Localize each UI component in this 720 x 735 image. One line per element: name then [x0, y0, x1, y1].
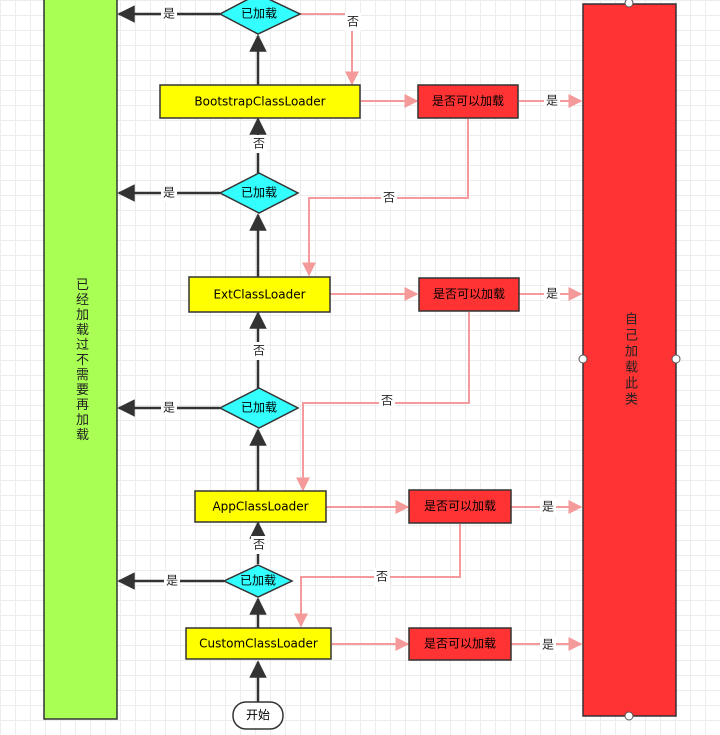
left-bar — [43, 0, 118, 720]
loader-custom-label: CustomClassLoader — [199, 637, 318, 651]
right-bar — [582, 3, 677, 717]
check-2-label: 是否可以加载 — [433, 287, 505, 301]
label-d2-yes: 是 — [163, 186, 175, 200]
label-d1-no: 否 — [347, 15, 359, 29]
check-3[interactable]: 是否可以加载 — [408, 489, 512, 524]
loader-bootstrap[interactable]: BootstrapClassLoader — [159, 84, 361, 119]
start-node[interactable]: 开始 — [232, 701, 284, 730]
loader-ext[interactable]: ExtClassLoader — [188, 276, 331, 313]
decision-3[interactable]: 已加载 — [218, 387, 300, 429]
label-check2-no: 否 — [381, 394, 393, 408]
arrow-d1-no — [300, 13, 359, 86]
left-bar-label: 已经加载过不需要再加载 — [73, 278, 89, 443]
check-3-label: 是否可以加载 — [424, 499, 496, 513]
decision-1-label: 已加载 — [241, 7, 277, 21]
start-label: 开始 — [246, 708, 270, 722]
check-1[interactable]: 是否可以加载 — [417, 84, 519, 119]
check-4[interactable]: 是否可以加载 — [408, 627, 512, 661]
label-d4-no: 否 — [253, 538, 265, 552]
decision-3-label: 已加载 — [241, 401, 277, 415]
right-bar-handle-top — [624, 0, 634, 8]
label-d4-yes: 是 — [166, 574, 178, 588]
decision-2-label: 已加载 — [241, 186, 277, 200]
label-check1-yes: 是 — [546, 94, 558, 108]
label-check3-yes: 是 — [542, 500, 554, 514]
label-d3-yes: 是 — [163, 401, 175, 415]
label-d2-no: 否 — [253, 137, 265, 151]
label-check3-no: 否 — [376, 570, 388, 584]
label-check1-no: 否 — [383, 191, 395, 205]
right-bar-handle-right — [671, 354, 681, 364]
check-2[interactable]: 是否可以加载 — [418, 277, 520, 312]
decision-2[interactable]: 已加载 — [218, 172, 300, 214]
label-check4-yes: 是 — [542, 638, 554, 652]
loader-app[interactable]: AppClassLoader — [194, 490, 327, 523]
decision-4[interactable]: 已加载 — [222, 564, 294, 598]
loader-custom[interactable]: CustomClassLoader — [185, 627, 332, 660]
decision-1[interactable]: 已加载 — [218, 0, 302, 35]
check-1-label: 是否可以加载 — [432, 94, 504, 108]
decision-4-label: 已加载 — [240, 574, 276, 588]
right-bar-handle-bottom — [624, 711, 634, 721]
loader-app-label: AppClassLoader — [212, 500, 308, 514]
label-d1-yes: 是 — [163, 7, 175, 21]
loader-ext-label: ExtClassLoader — [213, 288, 305, 302]
edge-labels: 是 是 是 是 否 否 否 否 否 否 否 是 是 是 是 — [161, 5, 560, 654]
label-d3-no: 否 — [253, 344, 265, 358]
check-4-label: 是否可以加载 — [424, 637, 496, 651]
label-check2-yes: 是 — [546, 287, 558, 301]
loader-bootstrap-label: BootstrapClassLoader — [194, 95, 325, 109]
right-bar-label: 自己加载此类 — [622, 312, 638, 408]
right-bar-handle-left — [578, 354, 588, 364]
